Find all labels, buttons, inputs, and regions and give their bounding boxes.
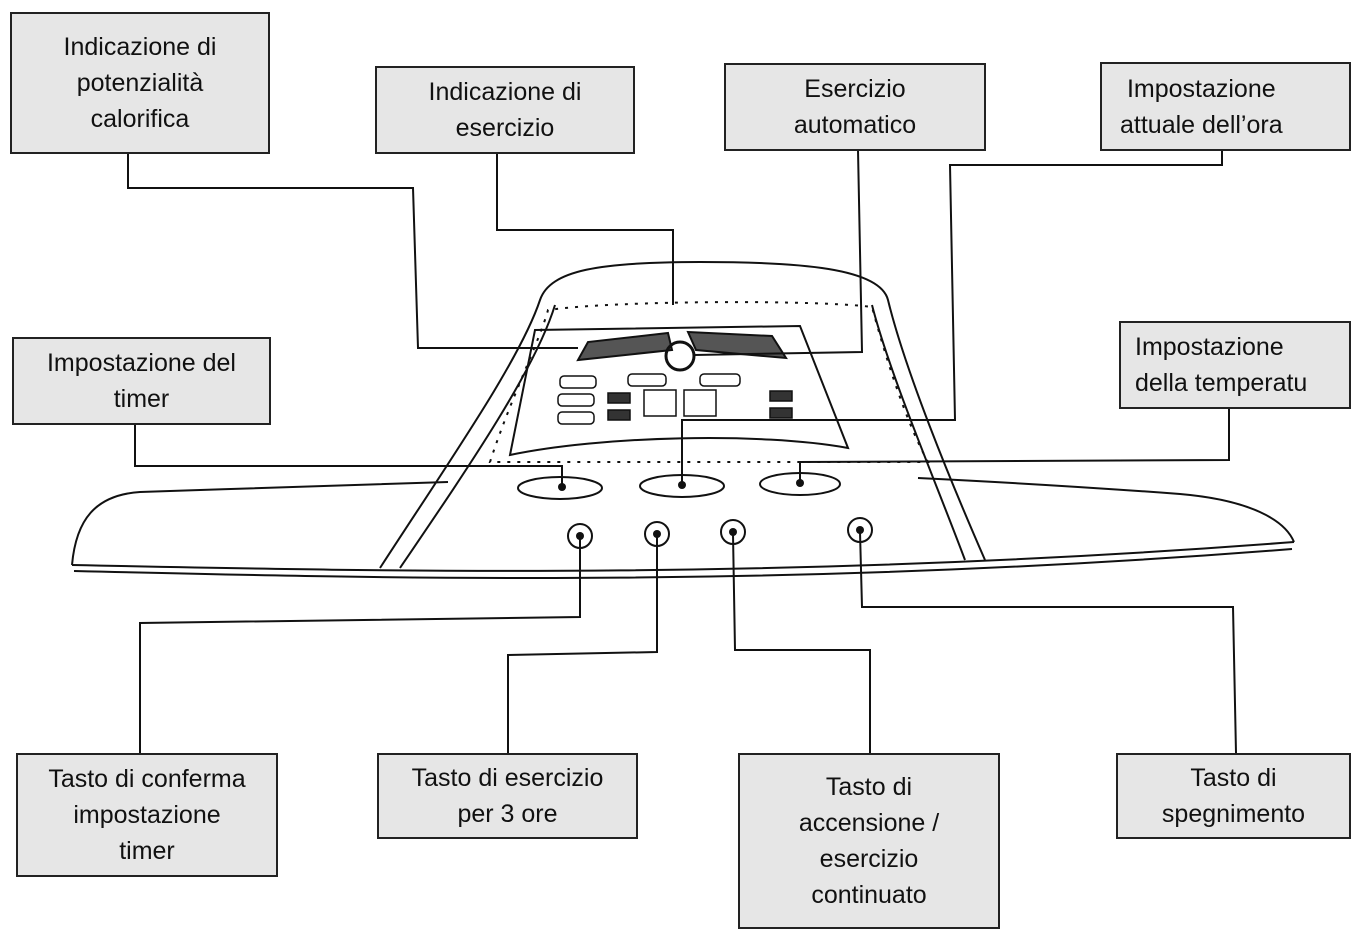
display-housing [379,260,986,569]
callout-power-off-key: Tasto di spegnimento [1116,753,1351,839]
leader-three-hour [507,536,658,753]
leader-auto-mode [693,149,864,356]
leader-power-off [859,531,1237,754]
callout-three-hour-key: Tasto di esercizio per 3 ore [377,753,638,839]
panel-base-outline [71,477,1295,566]
leader-lines [127,149,1237,754]
display-housing-inner [399,304,966,569]
leader-power-on [732,533,871,753]
callout-temperature-setting: Impostazione della temperatu [1119,321,1351,409]
display-dotted-border [488,301,930,463]
callout-power-on-key: Tasto di accensione / esercizio continua… [738,753,1000,929]
callout-timer-confirm-key: Tasto di conferma impostazione timer [16,753,278,877]
panel-base-lower-edge [73,548,1293,579]
callout-auto-mode: Esercizio automatico [724,63,986,151]
mode-ring-indicator [664,340,696,372]
callout-clock-setting: Impostazione attuale dell’ora [1100,62,1351,151]
leader-clock-setting [681,150,1223,483]
panel-base-bottom [71,541,1295,572]
callout-timer-setting: Impostazione del timer [12,337,271,425]
leader-heat-output [127,152,578,349]
timer-selector [517,476,603,500]
leader-operation [496,152,674,305]
heat-bar-graph [576,330,788,362]
leader-temperature-setting [799,408,1230,481]
callout-operation: Indicazione di esercizio [375,66,635,154]
button-dots [558,479,864,540]
display-screen [508,324,850,457]
control-panel-drawing [71,260,1295,579]
display-indicators [557,373,793,425]
leader-timer-setting [134,424,563,484]
leader-timer-confirm [139,538,581,753]
callout-heat-output: Indicazione di potenzialità calorifica [10,12,270,154]
